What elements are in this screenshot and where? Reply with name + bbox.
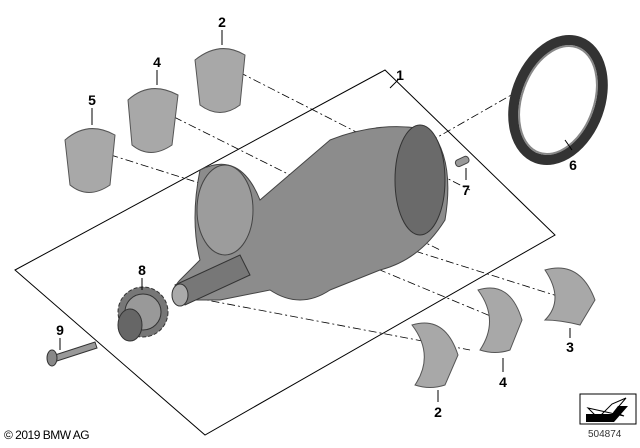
callout-4-top[interactable]: 4 bbox=[153, 54, 161, 70]
copyright-text: © 2019 BMW AG bbox=[4, 428, 90, 442]
callout-2-top[interactable]: 2 bbox=[218, 14, 226, 30]
assembly-frame bbox=[14, 69, 556, 436]
bearing-shell-lower-3[interactable] bbox=[543, 267, 596, 326]
sprocket-8[interactable] bbox=[117, 286, 169, 342]
callout-6[interactable]: 6 bbox=[569, 157, 577, 173]
callout-9[interactable]: 9 bbox=[56, 322, 64, 338]
image-number: 504874 bbox=[588, 429, 622, 440]
callout-7[interactable]: 7 bbox=[462, 182, 470, 198]
crankshaft-1[interactable] bbox=[171, 124, 449, 307]
callout-8[interactable]: 8 bbox=[138, 262, 146, 278]
dowel-pin-7[interactable] bbox=[454, 155, 470, 168]
bearing-shell-upper-2[interactable] bbox=[194, 48, 246, 113]
callout-5[interactable]: 5 bbox=[88, 92, 96, 108]
callout-4-bottom[interactable]: 4 bbox=[499, 374, 507, 390]
view-direction-icon bbox=[579, 393, 637, 425]
callout-3[interactable]: 3 bbox=[566, 339, 574, 355]
bearing-shell-upper-4[interactable] bbox=[127, 88, 179, 153]
callout-1[interactable]: 1 bbox=[396, 67, 404, 83]
shaft-seal-6[interactable] bbox=[497, 27, 618, 172]
bolt-9[interactable] bbox=[46, 341, 98, 367]
callout-2-bottom[interactable]: 2 bbox=[434, 404, 442, 420]
bearing-shell-upper-5[interactable] bbox=[64, 128, 116, 193]
leader-lines bbox=[59, 30, 573, 402]
bearing-shell-lower-2[interactable] bbox=[411, 322, 459, 388]
bearing-shell-lower-4[interactable] bbox=[477, 287, 523, 353]
